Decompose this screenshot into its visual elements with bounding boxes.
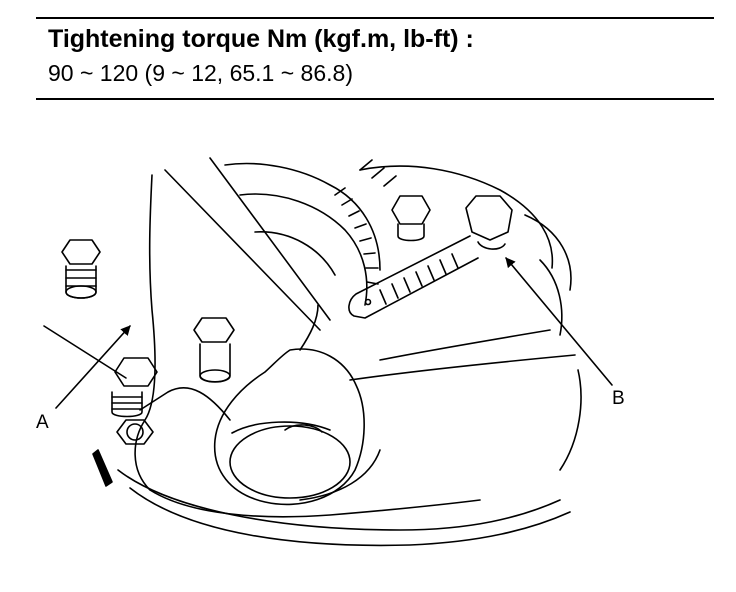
ball-joint-housing bbox=[213, 304, 365, 506]
callout-b-label: B bbox=[612, 388, 625, 409]
callout-a-label: A bbox=[36, 412, 49, 433]
bolt-a bbox=[92, 357, 158, 487]
torque-spec-value: 90 ~ 120 (9 ~ 12, 65.1 ~ 86.8) bbox=[48, 60, 353, 86]
lower-arm-outline bbox=[117, 157, 571, 547]
hatching-details bbox=[284, 159, 397, 501]
torque-spec-title: Tightening torque Nm (kgf.m, lb-ft) : bbox=[48, 25, 474, 53]
callout-leaders bbox=[43, 257, 613, 409]
upper-left-bolt bbox=[61, 239, 101, 299]
bottom-rule bbox=[36, 98, 714, 100]
arm-mounting-bolt bbox=[193, 317, 235, 383]
hub-nut bbox=[391, 195, 431, 242]
top-rule bbox=[36, 17, 714, 19]
hub-assembly bbox=[224, 162, 582, 471]
bolt-b bbox=[348, 195, 513, 319]
